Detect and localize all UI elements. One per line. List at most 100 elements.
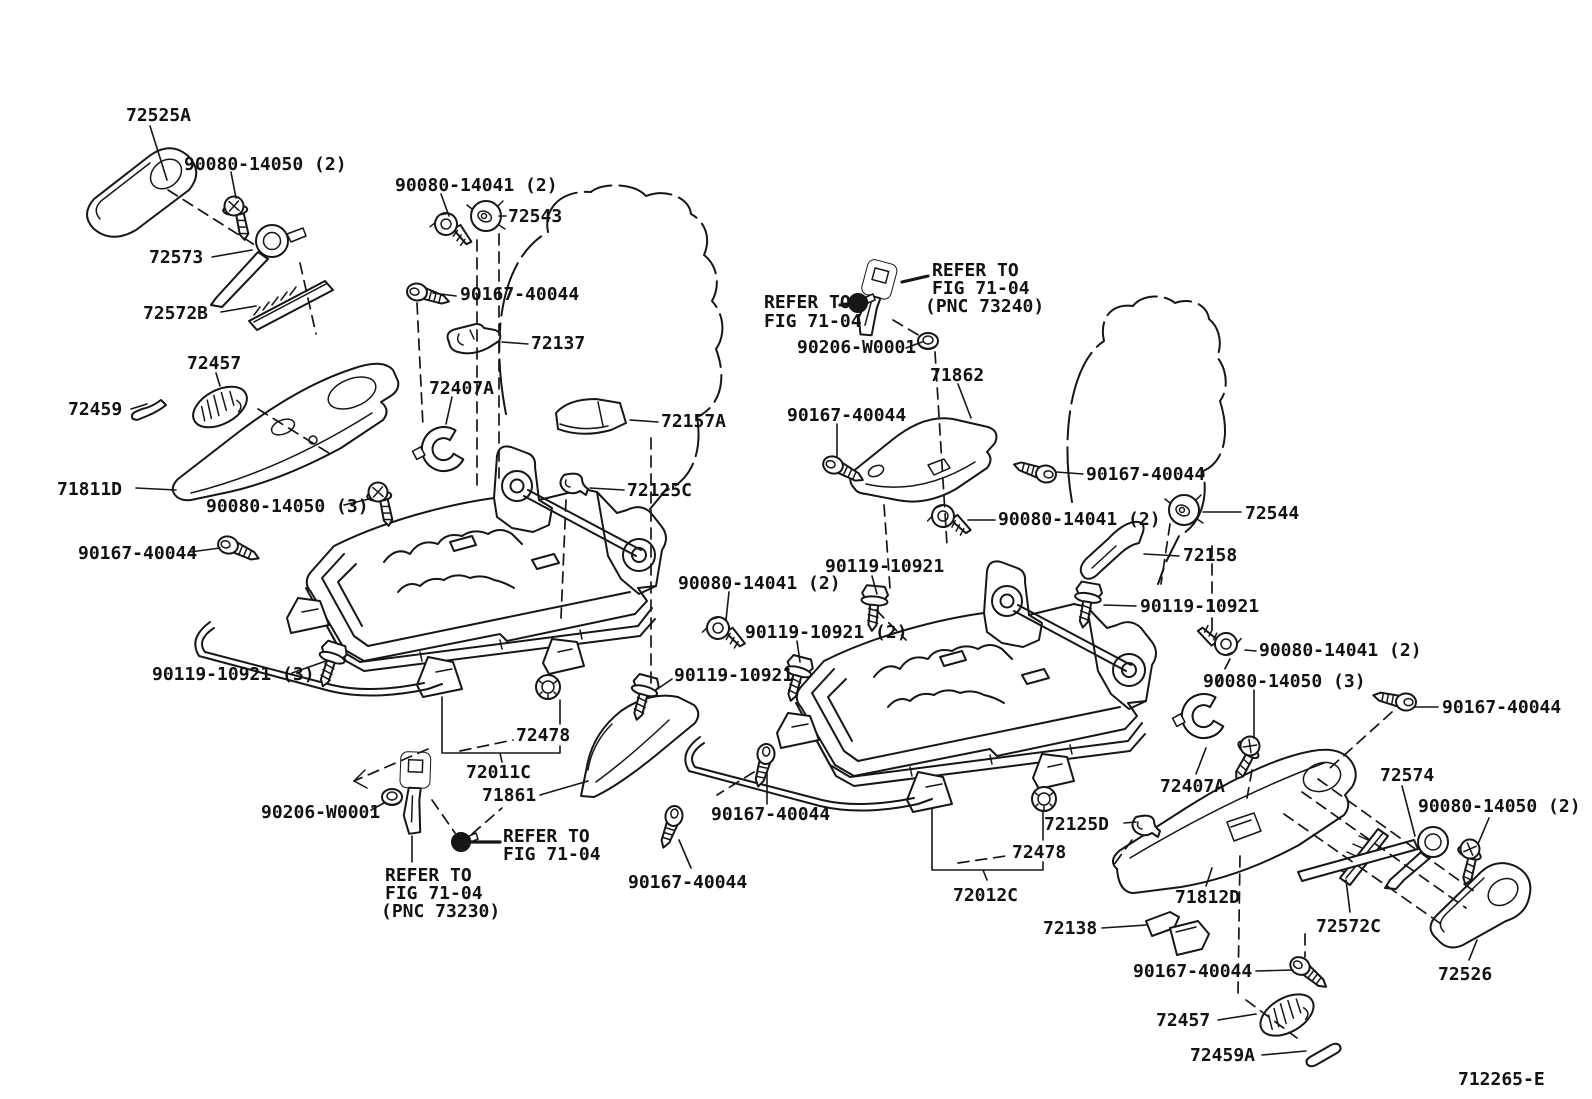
label-90080-14050-3-b[interactable]: 90080-14050 (3): [1203, 671, 1366, 692]
label-90167-40044-f[interactable]: 90167-40044: [628, 872, 747, 893]
seat-back-outline-rear: [1066, 295, 1227, 585]
screw-90167-40044-e: [753, 742, 777, 789]
callout-bracket-72011C: [441, 696, 561, 763]
label-72573[interactable]: 72573: [149, 247, 203, 268]
nut-72478-a: [535, 674, 561, 700]
assembly-dashed-lines: [167, 189, 1479, 1039]
label-90080-14050-2-a[interactable]: 90080-14050 (2): [184, 154, 347, 175]
label-refer-73240-pnc[interactable]: (PNC 73240): [925, 296, 1044, 317]
label-90119-10921-2[interactable]: 90119-10921 (2): [745, 622, 908, 643]
label-90080-14041-2-a[interactable]: 90080-14041 (2): [395, 175, 558, 196]
label-refer-73230-line1[interactable]: REFER TO: [385, 865, 472, 886]
screw-90167-40044-h: [1286, 952, 1334, 991]
part-71811D-shield: [171, 362, 400, 502]
nut-72478-b: [1031, 786, 1057, 812]
screw-90167-40044-d: [1011, 459, 1059, 485]
label-90167-40044-g[interactable]: 90167-40044: [1442, 697, 1561, 718]
label-90167-40044-h[interactable]: 90167-40044: [1133, 961, 1252, 982]
label-90167-40044-c[interactable]: 90167-40044: [787, 405, 906, 426]
label-72544[interactable]: 72544: [1245, 503, 1299, 524]
label-72407A-front[interactable]: 72407A: [429, 378, 494, 399]
label-refer-mid-line2[interactable]: FIG 71-04: [503, 844, 601, 865]
label-72157A[interactable]: 72157A: [661, 411, 726, 432]
label-refer-73230-pnc[interactable]: (PNC 73230): [381, 901, 500, 922]
label-72137[interactable]: 72137: [531, 333, 585, 354]
label-90167-40044-b[interactable]: 90167-40044: [78, 543, 197, 564]
label-72011C[interactable]: 72011C: [466, 762, 531, 783]
label-72459[interactable]: 72459: [68, 399, 122, 420]
label-72572B[interactable]: 72572B: [143, 303, 208, 324]
part-71861-cover: [580, 694, 700, 798]
label-refer-mid-line1[interactable]: REFER TO: [503, 826, 590, 847]
clip-72125D: [1131, 814, 1161, 838]
label-90080-14050-2-b[interactable]: 90080-14050 (2): [1418, 796, 1581, 817]
part-72158-hook: [1079, 520, 1145, 580]
label-90167-40044-e[interactable]: 90167-40044: [711, 804, 830, 825]
label-72574[interactable]: 72574: [1380, 765, 1434, 786]
label-72457-rear[interactable]: 72457: [1156, 1010, 1210, 1031]
part-72573-lever: [210, 224, 307, 308]
label-72125C[interactable]: 72125C: [627, 480, 692, 501]
label-72012C[interactable]: 72012C: [953, 885, 1018, 906]
label-refer-left-line1[interactable]: REFER TO: [764, 292, 851, 313]
part-72157A-cover: [555, 398, 627, 435]
label-90080-14041-2-b[interactable]: 90080-14041 (2): [678, 573, 841, 594]
label-90167-40044-a[interactable]: 90167-40044: [460, 284, 579, 305]
part-belt-buckle-rear: [857, 259, 898, 337]
label-72407A-rear[interactable]: 72407A: [1160, 776, 1225, 797]
part-72459A-clip: [1305, 1042, 1342, 1068]
nut-90206-w0001-b: [917, 332, 939, 350]
screw-90167-40044-b: [215, 533, 264, 563]
label-72543[interactable]: 72543: [508, 206, 562, 227]
label-90080-14050-3-a[interactable]: 90080-14050 (3): [206, 496, 369, 517]
label-90119-10921-c[interactable]: 90119-10921: [674, 665, 793, 686]
label-72525A[interactable]: 72525A: [126, 105, 191, 126]
label-72478-b[interactable]: 72478: [1012, 842, 1066, 863]
label-90206-w0001-a[interactable]: 90206-W0001: [261, 802, 380, 823]
label-71812D[interactable]: 71812D: [1175, 887, 1240, 908]
label-71861[interactable]: 71861: [482, 785, 536, 806]
label-72572C[interactable]: 72572C: [1316, 916, 1381, 937]
figure-code: 712265-E: [1458, 1069, 1545, 1090]
label-72459A[interactable]: 72459A: [1190, 1045, 1255, 1066]
part-72457-finisher-rear: [1252, 984, 1322, 1046]
part-72138-bracket: [1145, 911, 1210, 956]
label-72125D[interactable]: 72125D: [1044, 814, 1109, 835]
label-72138[interactable]: 72138: [1043, 918, 1097, 939]
label-90206-w0001-b[interactable]: 90206-W0001: [797, 337, 916, 358]
label-refer-73240-line2[interactable]: FIG 71-04: [932, 278, 1030, 299]
label-72158[interactable]: 72158: [1183, 545, 1237, 566]
seat-frame-front-72011C: [194, 445, 667, 698]
label-refer-73240-line1[interactable]: REFER TO: [932, 260, 1019, 281]
label-72478-a[interactable]: 72478: [516, 725, 570, 746]
part-72526-reclining-cover: [1429, 862, 1532, 949]
seat-back-outline-front: [498, 184, 724, 510]
screw-90167-40044-a: [404, 281, 452, 307]
label-refer-left-line2[interactable]: FIG 71-04: [764, 311, 862, 332]
clamp-72407A-rear: [1167, 689, 1227, 747]
label-90080-14041-2-d[interactable]: 90080-14041 (2): [1259, 640, 1422, 661]
callout-bracket-72012C: [931, 807, 1044, 881]
label-90167-40044-d[interactable]: 90167-40044: [1086, 464, 1205, 485]
label-refer-73230-line2[interactable]: FIG 71-04: [385, 883, 483, 904]
part-72572B-strip: [248, 280, 334, 331]
label-90119-10921-d[interactable]: 90119-10921: [825, 556, 944, 577]
part-72574-lever: [1297, 826, 1449, 890]
grommet-72544: [1164, 494, 1204, 526]
part-71862-shield: [849, 417, 998, 503]
label-71862[interactable]: 71862: [930, 365, 984, 386]
label-90119-10921-e[interactable]: 90119-10921: [1140, 596, 1259, 617]
part-71812D-shield: [1112, 748, 1357, 894]
label-90119-10921-3[interactable]: 90119-10921 (3): [152, 664, 315, 685]
part-labels: 72525A 90080-14050 (2) 90080-14041 (2) 7…: [57, 105, 1581, 1090]
clip-72125C: [559, 472, 589, 496]
part-72457-finisher-leader: [185, 377, 255, 437]
part-belt-buckle-front: [399, 751, 432, 835]
label-72457-front[interactable]: 72457: [187, 353, 241, 374]
label-90080-14041-2-c[interactable]: 90080-14041 (2): [998, 509, 1161, 530]
bolt-90080-14041-b: [699, 612, 751, 652]
label-72526[interactable]: 72526: [1438, 964, 1492, 985]
label-71811D[interactable]: 71811D: [57, 479, 122, 500]
bolt-90080-14041-d: [1193, 623, 1244, 659]
